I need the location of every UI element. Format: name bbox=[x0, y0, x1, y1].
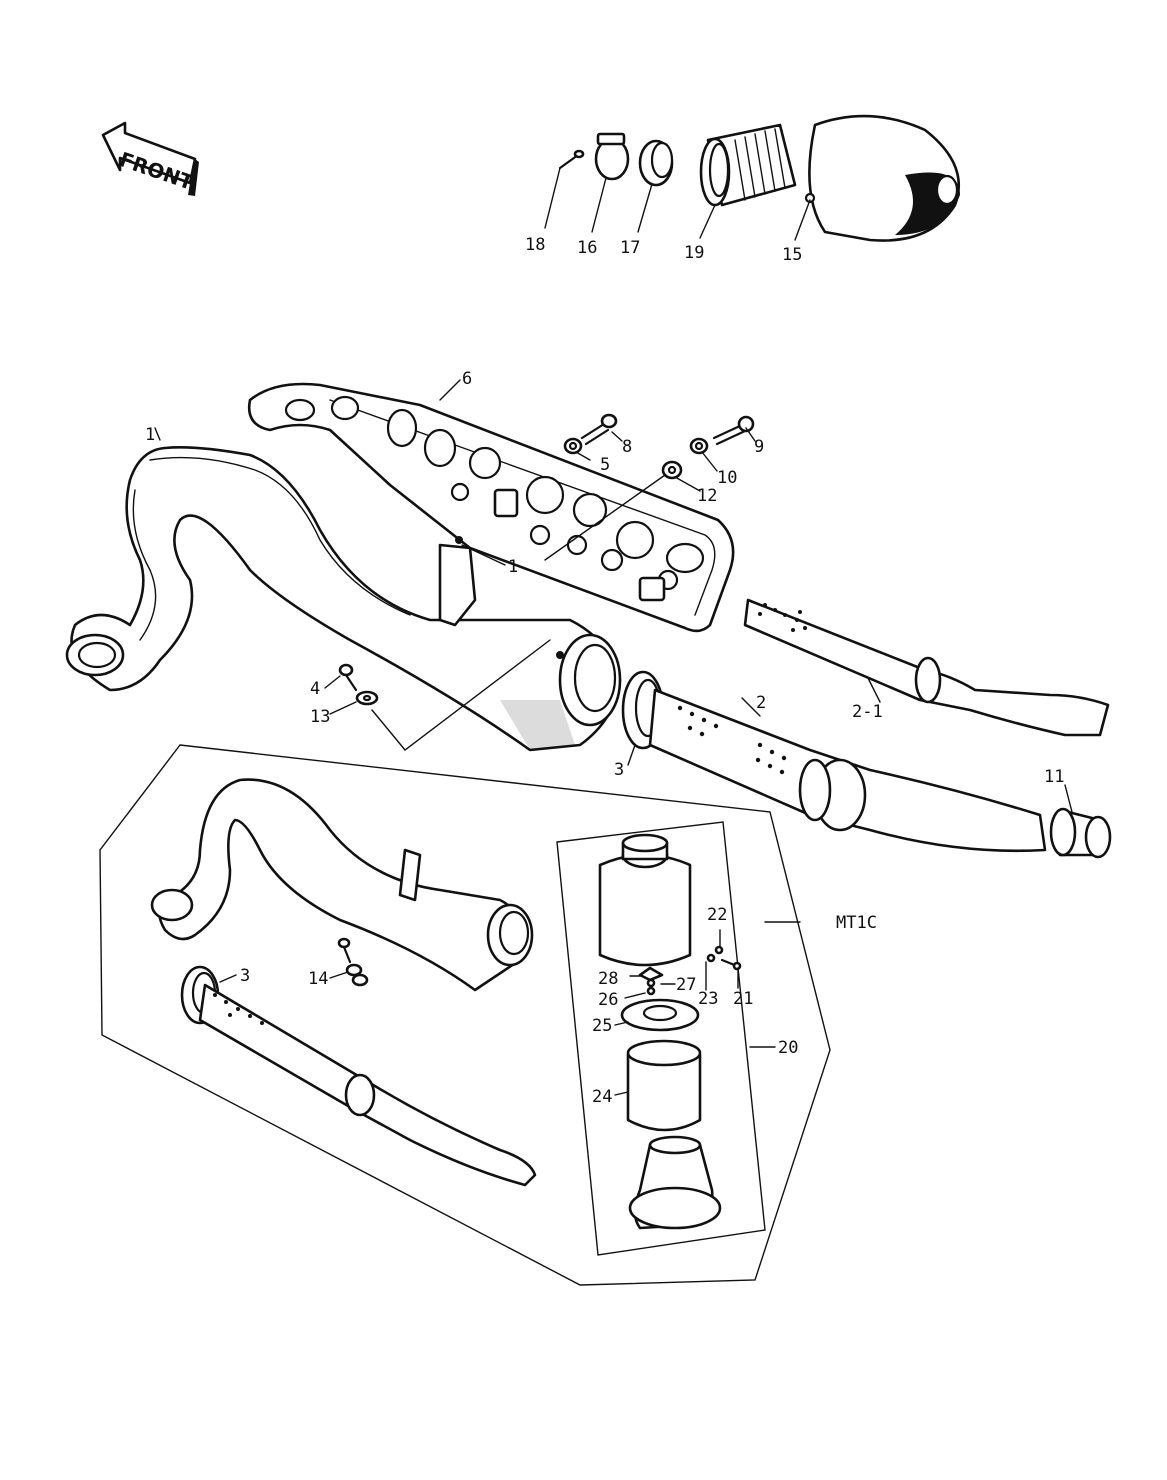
spark-arrester-assembly-20 bbox=[556, 821, 766, 1256]
sleeve-part-17 bbox=[638, 139, 674, 187]
filter-cover-part-15 bbox=[804, 114, 960, 242]
mt1c-variant-outline bbox=[99, 744, 831, 1286]
silencer-tube-part-2 bbox=[648, 688, 1047, 853]
spring-washer-part-26 bbox=[646, 986, 656, 996]
callout-labels: 18 16 17 19 15 6 8 5 9 10 12 1 1 4 13 2 … bbox=[145, 235, 1064, 1107]
muffler-part-1 bbox=[65, 446, 622, 752]
callout-20: 20 bbox=[778, 1038, 798, 1058]
variant-label-mt1c: MT1C bbox=[836, 913, 877, 933]
air-filter-element-19 bbox=[699, 123, 797, 207]
callout-12: 12 bbox=[697, 486, 717, 506]
mt1c-bolt-washer-part-14 bbox=[337, 937, 369, 987]
washer-part-27 bbox=[646, 978, 656, 988]
wing-nut-part-28 bbox=[638, 966, 664, 982]
callout-13: 13 bbox=[310, 707, 330, 727]
callout-24: 24 bbox=[592, 1087, 612, 1107]
callout-17: 17 bbox=[620, 238, 640, 258]
bolt-part-4 bbox=[338, 663, 358, 692]
washer-part-13 bbox=[355, 690, 379, 706]
callout-3-mt1c: 3 bbox=[240, 966, 250, 986]
callout-11: 11 bbox=[1044, 767, 1064, 787]
callout-27: 27 bbox=[676, 975, 696, 995]
callout-2: 2 bbox=[756, 693, 766, 713]
callout-26: 26 bbox=[598, 990, 618, 1010]
front-arrow-icon: FRONT bbox=[101, 121, 199, 196]
leader-lines bbox=[154, 167, 1073, 1096]
silencer-tube-part-2-1 bbox=[743, 598, 1110, 737]
plate-part-25 bbox=[620, 998, 700, 1032]
washer-part-12 bbox=[661, 460, 683, 480]
callout-21: 21 bbox=[733, 989, 753, 1009]
callout-9: 9 bbox=[754, 437, 764, 457]
callout-16: 16 bbox=[577, 238, 597, 258]
leader-line bbox=[371, 639, 551, 751]
callout-25: 25 bbox=[592, 1016, 612, 1036]
callout-28: 28 bbox=[598, 969, 618, 989]
callout-19: 19 bbox=[684, 243, 704, 263]
mt1c-silencer-tube bbox=[198, 983, 537, 1187]
callout-4: 4 bbox=[310, 679, 320, 699]
callout-18: 18 bbox=[525, 235, 545, 255]
callout-1-top: 1 bbox=[145, 425, 155, 445]
mt1c-muffler bbox=[150, 778, 534, 992]
bolt-part-9 bbox=[712, 415, 755, 446]
washer-part-23 bbox=[706, 953, 716, 963]
leader-line bbox=[544, 474, 666, 561]
screw-part-21 bbox=[720, 958, 742, 971]
callout-6: 6 bbox=[462, 369, 472, 389]
callout-10: 10 bbox=[717, 468, 737, 488]
washer-part-5 bbox=[563, 437, 583, 455]
sleeve-part-11 bbox=[1049, 807, 1112, 859]
callout-23: 23 bbox=[698, 989, 718, 1009]
arrester-body bbox=[598, 833, 692, 967]
bolt-part-8 bbox=[580, 413, 618, 446]
screen-part-24 bbox=[626, 1039, 702, 1132]
callout-8: 8 bbox=[622, 437, 632, 457]
nut-part-22 bbox=[714, 945, 724, 955]
clamp-part-16 bbox=[594, 132, 630, 181]
callout-1-mid: 1 bbox=[508, 557, 518, 577]
callout-22: 22 bbox=[707, 905, 727, 925]
callout-14: 14 bbox=[308, 969, 328, 989]
callout-5: 5 bbox=[600, 455, 610, 475]
callout-2-1: 2-1 bbox=[852, 702, 883, 722]
heat-guard-part-6 bbox=[247, 382, 735, 633]
washer-part-10 bbox=[689, 437, 709, 455]
arrester-base bbox=[628, 1135, 722, 1230]
screw-part-18 bbox=[558, 149, 585, 170]
callout-15: 15 bbox=[782, 245, 802, 265]
callout-3-top: 3 bbox=[614, 760, 624, 780]
